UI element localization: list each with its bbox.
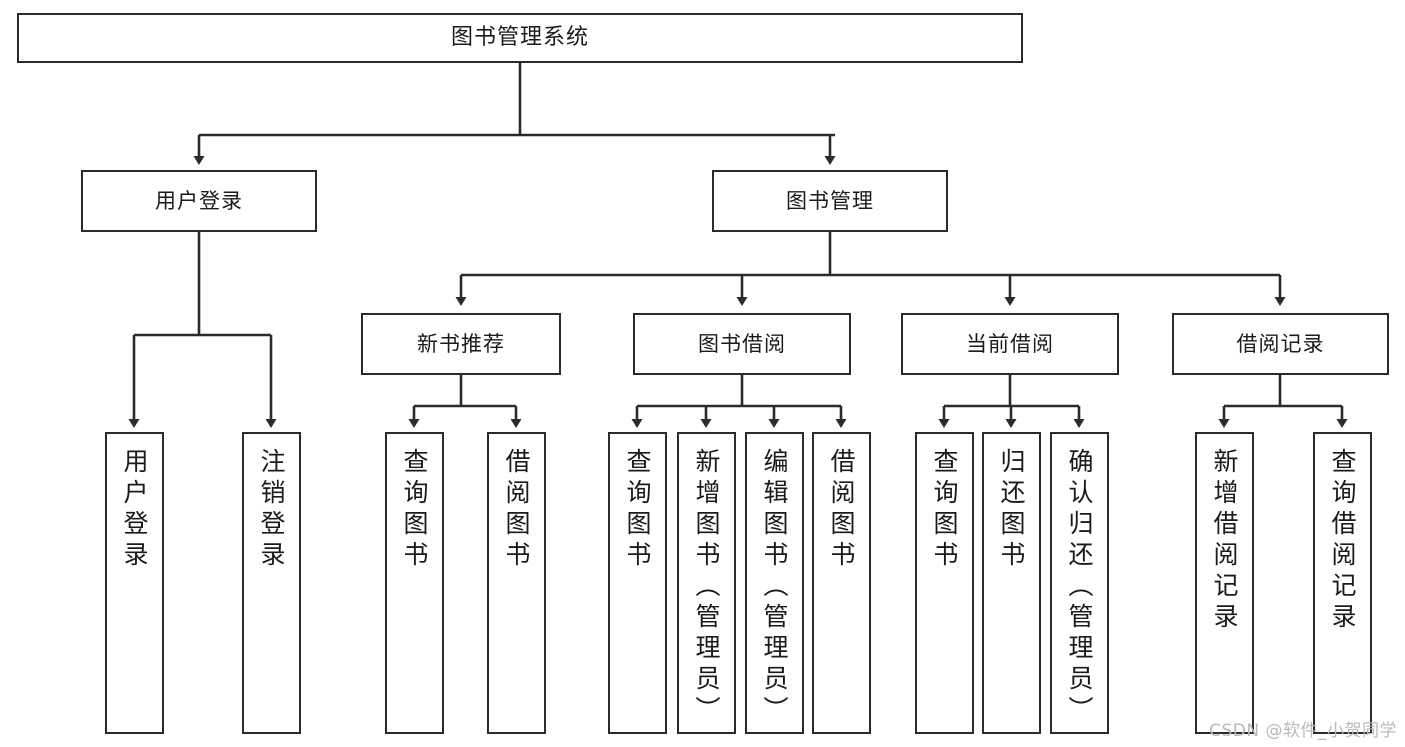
node-root-label: 图书管理系统 xyxy=(450,25,589,50)
node-leaf-borrow-book-1-label: 借阅图书 xyxy=(502,448,531,572)
node-leaf-query-book-2-label: 查询图书 xyxy=(623,448,652,572)
node-leaf-user-login-label: 用户登录 xyxy=(120,448,149,572)
node-leaf-confirm-return[interactable]: 确认归还（管理员） xyxy=(1050,432,1109,734)
node-user-login[interactable]: 用户登录 xyxy=(81,170,317,232)
node-leaf-return-book-label: 归还图书 xyxy=(997,448,1026,572)
node-leaf-query-book-3[interactable]: 查询图书 xyxy=(915,432,974,734)
node-leaf-user-login[interactable]: 用户登录 xyxy=(105,432,164,734)
node-leaf-add-book-label: 新增图书（管理员） xyxy=(692,448,721,727)
node-leaf-add-book[interactable]: 新增图书（管理员） xyxy=(677,432,736,734)
node-book-management-label: 图书管理 xyxy=(786,188,874,213)
node-leaf-borrow-book-1[interactable]: 借阅图书 xyxy=(487,432,546,734)
node-leaf-return-book[interactable]: 归还图书 xyxy=(982,432,1041,734)
node-borrow-record[interactable]: 借阅记录 xyxy=(1172,313,1389,375)
node-current-borrow[interactable]: 当前借阅 xyxy=(901,313,1119,375)
node-book-management[interactable]: 图书管理 xyxy=(712,170,948,232)
node-user-login-label: 用户登录 xyxy=(155,188,243,213)
node-leaf-borrow-book-2-label: 借阅图书 xyxy=(827,448,856,572)
node-borrow-record-label: 借阅记录 xyxy=(1236,331,1325,356)
node-leaf-confirm-return-label: 确认归还（管理员） xyxy=(1065,448,1094,727)
node-leaf-query-record-label: 查询借阅记录 xyxy=(1328,448,1357,634)
node-leaf-query-book-1-label: 查询图书 xyxy=(400,448,429,572)
node-leaf-logout-label: 注销登录 xyxy=(257,448,286,572)
node-new-book-recommend-label: 新书推荐 xyxy=(417,331,505,356)
node-leaf-add-record[interactable]: 新增借阅记录 xyxy=(1195,432,1254,734)
watermark: CSDN @软件_小贺同学 xyxy=(1209,721,1397,741)
node-book-borrow-label: 图书借阅 xyxy=(698,331,786,356)
node-leaf-query-book-2[interactable]: 查询图书 xyxy=(608,432,667,734)
node-new-book-recommend[interactable]: 新书推荐 xyxy=(361,313,561,375)
node-book-borrow[interactable]: 图书借阅 xyxy=(633,313,851,375)
node-leaf-logout[interactable]: 注销登录 xyxy=(242,432,301,734)
node-current-borrow-label: 当前借阅 xyxy=(966,331,1054,356)
node-leaf-borrow-book-2[interactable]: 借阅图书 xyxy=(812,432,871,734)
node-leaf-query-record[interactable]: 查询借阅记录 xyxy=(1313,432,1372,734)
node-leaf-edit-book[interactable]: 编辑图书（管理员） xyxy=(745,432,804,734)
node-leaf-add-record-label: 新增借阅记录 xyxy=(1210,448,1239,634)
node-root-system[interactable]: 图书管理系统 xyxy=(17,13,1023,63)
node-leaf-query-book-1[interactable]: 查询图书 xyxy=(385,432,444,734)
node-leaf-query-book-3-label: 查询图书 xyxy=(930,448,959,572)
node-leaf-edit-book-label: 编辑图书（管理员） xyxy=(760,448,789,727)
